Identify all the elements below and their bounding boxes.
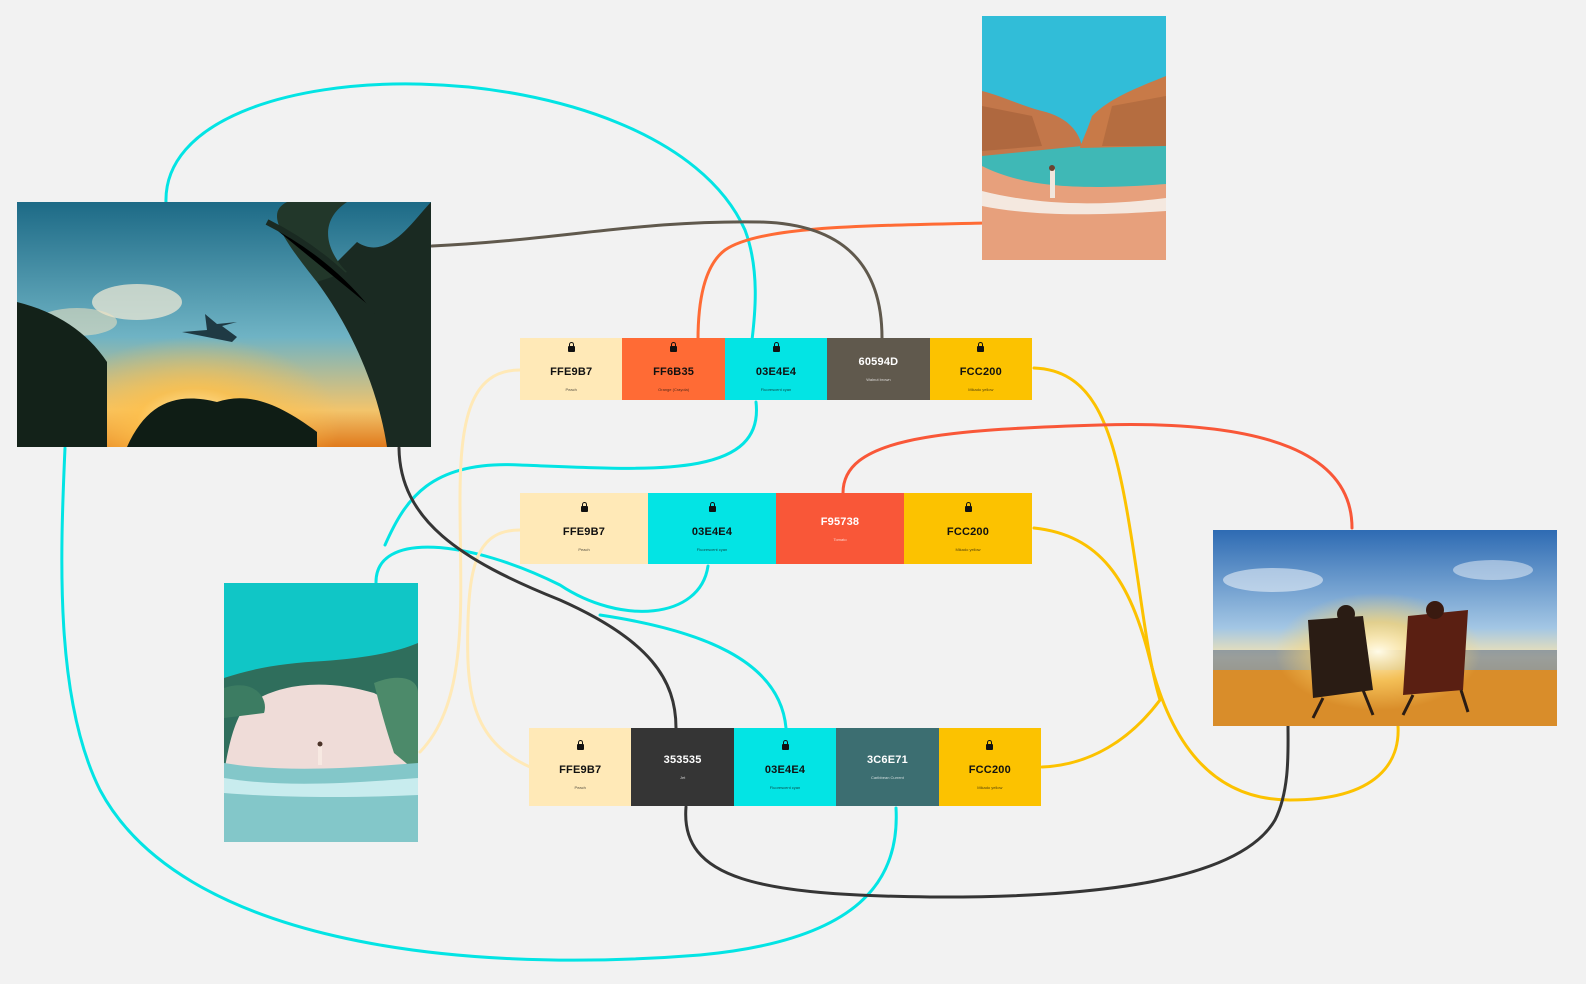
- swatch-color-name: Jet: [679, 775, 686, 780]
- swatch-color-name: Mikado yellow: [977, 785, 1003, 790]
- lock-icon[interactable]: [708, 501, 716, 512]
- swatch-hex: FFE9B7: [559, 764, 602, 776]
- swatch-hex: 3C6E71: [866, 754, 908, 766]
- connector-cyan-5: [60, 446, 898, 962]
- swatch-hex: 03E4E4: [691, 525, 733, 538]
- swatch-color-name: Orange (Crayola): [658, 387, 690, 392]
- lock-icon[interactable]: [567, 342, 575, 352]
- lock-icon[interactable]: [781, 740, 789, 750]
- swatch-hex: FCC200: [968, 764, 1011, 776]
- swatch-cyan[interactable]: 03E4E4 Fluorescent cyan: [724, 338, 828, 400]
- swatch-cyan[interactable]: 03E4E4 Fluorescent cyan: [733, 728, 837, 806]
- swatch-cyan[interactable]: 03E4E4 Fluorescent cyan: [648, 493, 776, 564]
- connector-yellow-1: [1032, 366, 1162, 769]
- swatch-color-name: Fluorescent cyan: [760, 387, 792, 392]
- lock-icon[interactable]: [964, 501, 972, 512]
- swatch-hex: 03E4E4: [755, 366, 797, 378]
- swatch-color-name: Mikado yellow: [955, 546, 981, 552]
- swatch-hex: 03E4E4: [764, 764, 806, 776]
- swatch-hex: FCC200: [946, 525, 990, 538]
- lock-icon[interactable]: [772, 342, 780, 352]
- swatch-color-name: Walnut brown: [866, 377, 891, 382]
- swatch-color-name: Peach: [578, 546, 590, 552]
- swatch-peach[interactable]: FFE9B7 Peach: [520, 493, 648, 564]
- swatch-color-name: Mikado yellow: [968, 387, 994, 392]
- swatch-mikado-yellow[interactable]: FCC200 Mikado yellow: [938, 728, 1042, 806]
- swatch-hex: 353535: [663, 754, 702, 766]
- connector-cyan-4: [598, 613, 788, 730]
- swatch-color-name: Fluorescent cyan: [769, 785, 801, 790]
- palette-1: FFE9B7 Peach FF6B35 Orange (Crayola) 03E…: [520, 338, 1033, 400]
- connector-yellow-2: [1032, 526, 1400, 802]
- swatch-hex: FFE9B7: [550, 366, 593, 378]
- swatch-jet[interactable]: 353535 Jet: [631, 728, 734, 806]
- swatch-hex: FCC200: [959, 366, 1002, 378]
- connector-tomato: [841, 423, 1354, 530]
- swatch-color-name: Fluorescent cyan: [696, 546, 728, 552]
- palette-3: FFE9B7 Peach 353535 Jet 03E4E4 Fluoresce…: [529, 728, 1042, 806]
- connector-cyan-3: [374, 545, 710, 613]
- photo-cliff-beach[interactable]: [982, 16, 1166, 260]
- lock-icon[interactable]: [986, 740, 994, 750]
- cliff-beach-image: [982, 16, 1166, 260]
- connector-orange: [696, 221, 986, 342]
- swatch-hex: F95738: [820, 515, 860, 528]
- palm-airplane-image: [17, 202, 431, 447]
- lock-icon[interactable]: [580, 501, 588, 512]
- connector-jet-2: [684, 724, 1290, 899]
- swatch-hex: FF6B35: [653, 366, 695, 378]
- swatch-orange[interactable]: FF6B35 Orange (Crayola): [622, 338, 725, 400]
- swatch-hex: 60594D: [858, 356, 899, 368]
- swatch-hex: FFE9B7: [562, 525, 606, 538]
- swatch-walnut-brown[interactable]: 60594D Walnut brown: [827, 338, 930, 400]
- photo-sand-dune[interactable]: [224, 583, 418, 842]
- lock-icon[interactable]: [977, 342, 985, 352]
- connector-peach-1: [418, 368, 522, 754]
- swatch-caribbean-current[interactable]: 3C6E71 Caribbean Current: [836, 728, 939, 806]
- photo-sunset-chairs[interactable]: [1213, 530, 1557, 726]
- swatch-color-name: Peach: [565, 387, 577, 392]
- connector-jet-1: [397, 446, 678, 730]
- connector-cyan-1: [164, 82, 757, 342]
- swatch-color-name: Tomato: [833, 536, 847, 542]
- photo-palm-airplane[interactable]: [17, 202, 431, 447]
- swatch-color-name: Caribbean Current: [870, 775, 904, 780]
- connector-peach-2: [466, 528, 532, 769]
- lock-icon[interactable]: [670, 342, 678, 352]
- swatch-peach[interactable]: FFE9B7 Peach: [520, 338, 623, 400]
- swatch-mikado-yellow[interactable]: FCC200 Mikado yellow: [904, 493, 1032, 564]
- sand-dune-image: [224, 583, 418, 842]
- connector-brown: [430, 220, 884, 340]
- sunset-chairs-image: [1213, 530, 1557, 726]
- swatch-tomato[interactable]: F95738 Tomato: [776, 493, 904, 564]
- swatch-peach[interactable]: FFE9B7 Peach: [529, 728, 632, 806]
- swatch-color-name: Peach: [574, 785, 586, 790]
- lock-icon[interactable]: [576, 740, 584, 750]
- swatch-mikado-yellow[interactable]: FCC200 Mikado yellow: [929, 338, 1033, 400]
- palette-2: FFE9B7 Peach 03E4E4 Fluorescent cyan F95…: [520, 493, 1032, 564]
